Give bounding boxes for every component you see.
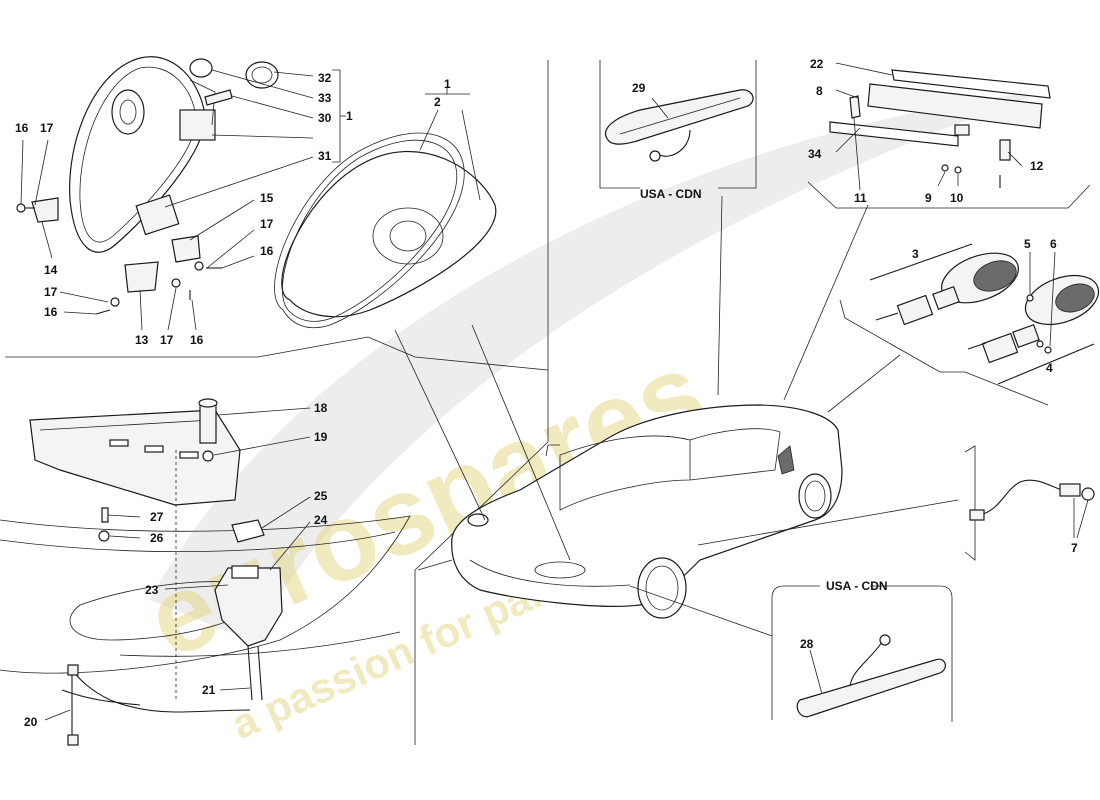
front-wheel <box>637 557 687 619</box>
mount-bracket-lower <box>124 261 159 293</box>
callout-20: 20 <box>24 715 38 729</box>
headlight-washer-system <box>0 398 411 746</box>
callout-1: 1 <box>346 109 353 123</box>
rear-wheel <box>798 473 832 519</box>
reservoir-cap <box>231 519 265 543</box>
headlight-gasket <box>274 132 465 329</box>
callout-13: 13 <box>135 333 149 347</box>
callout-26: 26 <box>150 531 164 545</box>
callout-2: 2 <box>434 95 441 109</box>
license-plate-light <box>829 62 1051 191</box>
callout-16: 16 <box>260 244 274 258</box>
side-marker-cable <box>969 479 1095 539</box>
callout-30: 30 <box>318 111 332 125</box>
callout-8: 8 <box>816 84 823 98</box>
brake-light-bar <box>605 89 754 145</box>
callout-19: 19 <box>314 430 328 444</box>
headlight-bracket <box>179 109 216 141</box>
side-marker-usa <box>796 634 947 718</box>
callout-15: 15 <box>260 191 274 205</box>
callout-17: 17 <box>260 217 274 231</box>
callout-23: 23 <box>145 583 159 597</box>
callout-25: 25 <box>314 489 328 503</box>
bumper-outline <box>0 515 411 674</box>
callout-22: 22 <box>810 57 824 71</box>
leaders-car <box>394 195 959 637</box>
watermark: eurospares a passion for parts since 198… <box>130 90 1050 748</box>
washer-hose <box>71 669 251 713</box>
side-marker-light <box>796 658 947 718</box>
callout-3: 3 <box>912 247 919 261</box>
usa-cdn-label-bottom: USA - CDN <box>826 579 888 593</box>
callout-16: 16 <box>15 121 29 135</box>
callout-18: 18 <box>314 401 328 415</box>
callout-29: 29 <box>632 81 646 95</box>
callout-14: 14 <box>44 263 58 277</box>
mount-bracket-left <box>31 197 59 223</box>
callout-7: 7 <box>1071 541 1078 555</box>
callout-33: 33 <box>318 91 332 105</box>
plate-light-cover <box>891 69 1051 99</box>
callout-16: 16 <box>190 333 204 347</box>
callout-5: 5 <box>1024 237 1031 251</box>
plate-light-lens <box>829 121 959 147</box>
callout-34: 34 <box>808 147 822 161</box>
bulb <box>204 89 233 106</box>
callout-16: 16 <box>44 305 58 319</box>
callout-17: 17 <box>44 285 58 299</box>
callout-31: 31 <box>318 149 332 163</box>
washer-reservoir <box>214 567 283 647</box>
callout-17: 17 <box>40 121 54 135</box>
callout-4: 4 <box>1046 361 1053 375</box>
callout-9: 9 <box>925 191 932 205</box>
ballast-module <box>135 194 180 236</box>
callout-6: 6 <box>1050 237 1057 251</box>
section-dividers <box>5 60 1091 745</box>
front-bumper-beam <box>29 409 241 506</box>
mount-bracket-right <box>171 235 201 263</box>
callout-11: 11 <box>854 191 867 205</box>
headlight-lens <box>111 89 145 135</box>
callout-21: 21 <box>202 683 216 697</box>
callout-27: 27 <box>150 510 164 524</box>
car-body <box>451 404 843 607</box>
headlight-gasket-group <box>274 88 497 329</box>
headlight-unit <box>281 150 497 318</box>
callout-24: 24 <box>314 513 328 527</box>
plate-light-housing <box>867 83 1043 129</box>
headlight-housing <box>69 56 206 253</box>
callout-28: 28 <box>800 637 814 651</box>
third-brake-light-top <box>605 89 754 162</box>
seal-cap <box>189 58 213 78</box>
leaders-headlight <box>20 69 346 331</box>
callout-1: 1 <box>444 77 451 91</box>
car-overview <box>451 404 843 619</box>
callout-10: 10 <box>950 191 964 205</box>
usa-cdn-label-top: USA - CDN <box>640 187 702 201</box>
callout-32: 32 <box>318 71 332 85</box>
tail-lights <box>869 243 1100 385</box>
washer-pump <box>199 402 217 444</box>
headlight-assembly-exploded <box>16 56 279 315</box>
callout-numbers: 1 1 2 3 4 5 6 7 8 9 10 11 12 13 14 15 16… <box>15 57 1078 729</box>
callout-12: 12 <box>1030 159 1044 173</box>
callout-17: 17 <box>160 333 174 347</box>
